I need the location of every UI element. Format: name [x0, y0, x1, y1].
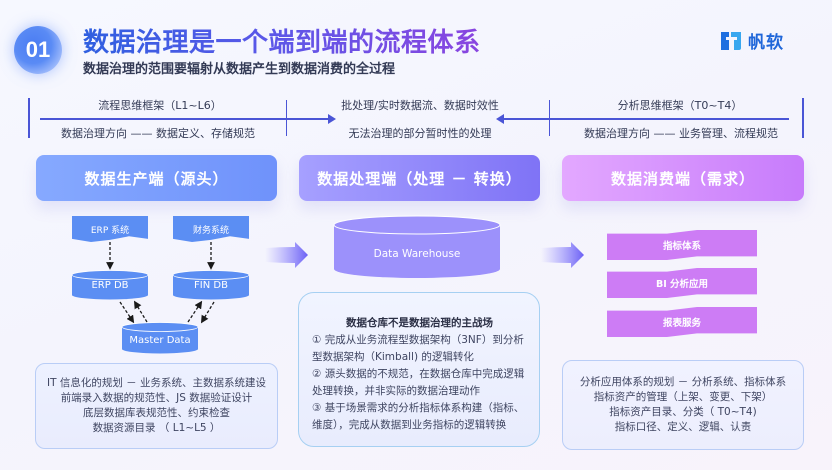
- timeline-arrow-left: [503, 118, 789, 120]
- finance-system-node: 财务系统: [173, 216, 249, 242]
- fin-db-cylinder: [172, 270, 250, 300]
- fin-db-label: FIN DB: [194, 280, 228, 291]
- consumption-note-line: 分析应用体系的规划 － 分析系统、指标体系: [579, 376, 787, 388]
- timeline-arrow-right: [40, 118, 330, 120]
- processing-note-heading: 数据仓库不是数据治理的主战场: [346, 317, 493, 329]
- source-note-line: IT 信息化的规划 － 业务系统、主数据系统建设: [46, 377, 267, 389]
- timeline-right-bottom: 数据治理方向 —— 业务管理、流程规范: [584, 127, 778, 140]
- master-data-cylinder: [121, 322, 199, 354]
- timeline-middle-bottom: 无法治理的部分暂时性的处理: [348, 127, 492, 140]
- source-note-line: 前端录入数据的规范性、JS 数据验证设计: [60, 392, 253, 404]
- consumption-note: 分析应用体系的规划 － 分析系统、指标体系 指标资产的管理（上架、变更、下架） …: [562, 360, 804, 450]
- processing-note-line: ③ 基于场景需求的分析指标体系构建（指标、维度），完成从数据到业务指标的逻辑转换: [312, 402, 525, 431]
- source-note-line: 底层数据库表规范性、约束检查: [83, 407, 230, 419]
- master-data-label: Master Data: [129, 335, 191, 346]
- flow-arrow-icon: [541, 242, 584, 268]
- timeline-left-boundary: [28, 98, 30, 138]
- layer-bi-analytics: BI 分析应用: [607, 268, 757, 298]
- logo-text: 帆软: [748, 33, 784, 53]
- processing-note: 数据仓库不是数据治理的主战场 ① 完成从业务流程型数据架构（3NF）到分析型数据…: [298, 292, 540, 447]
- stage-header-production: 数据生产端（源头）: [36, 155, 277, 201]
- timeline-middle-top: 批处理/实时数据流、数据时效性: [341, 99, 499, 112]
- stage-header-consumption: 数据消费端（需求）: [562, 155, 804, 201]
- arrow-erpdb-to-master: [119, 301, 135, 324]
- data-warehouse-label: Data Warehouse: [373, 248, 461, 260]
- stage-header-processing: 数据处理端（处理 － 转换）: [299, 155, 540, 201]
- source-note: IT 信息化的规划 － 业务系统、主数据系统建设 前端录入数据的规范性、JS 数…: [35, 363, 278, 449]
- source-note-line: 数据资源目录 （ L1~L5 ）: [92, 422, 221, 434]
- consumption-note-line: 指标资产目录、分类（ T0~T4): [609, 406, 757, 418]
- timeline-left-top: 流程思维框架（L1~L6）: [98, 99, 222, 112]
- processing-note-line: ② 源头数据的不规范，在数据仓库中完成逻辑处理转换，并非实际的数据治理动作: [312, 368, 525, 397]
- timeline-left-bottom: 数据治理方向 —— 数据定义、存储规范: [61, 127, 255, 140]
- arrow-findb-to-master: [200, 301, 215, 324]
- fanruan-logo-icon: [721, 31, 741, 50]
- brand-logo: 帆软: [720, 28, 784, 53]
- source-flow-arrows: [106, 242, 215, 324]
- timeline-right-top: 分析思维框架（T0~T4）: [617, 99, 743, 112]
- arrow-master-to-findb: [187, 300, 203, 323]
- erp-system-node: ERP 系统: [72, 216, 148, 242]
- layer-report-service: 报表服务: [607, 307, 757, 337]
- timeline-right-boundary: [802, 98, 804, 138]
- arrow-master-to-erpdb: [133, 300, 148, 323]
- processing-note-line: ① 完成从业务流程型数据架构（3NF）到分析型数据架构（Kimball) 的逻辑…: [312, 334, 524, 363]
- flow-arrow-icon: [265, 242, 308, 268]
- page-subtitle: 数据治理的范围要辐射从数据产生到数据消费的全过程: [83, 62, 396, 77]
- section-number-badge: 01: [14, 26, 62, 74]
- arrowhead-left-icon: [496, 114, 504, 124]
- data-warehouse-cylinder: [333, 215, 501, 278]
- consumption-note-line: 指标资产的管理（上架、变更、下架）: [593, 391, 773, 403]
- erp-db-label: ERP DB: [91, 280, 129, 291]
- page-title: 数据治理是一个端到端的流程体系: [83, 22, 481, 59]
- layer-metric-system: 指标体系: [607, 230, 757, 260]
- erp-db-cylinder: [71, 270, 149, 300]
- consumption-note-line: 指标口径、定义、逻辑、认责: [614, 421, 752, 433]
- arrowhead-right-icon: [328, 114, 336, 124]
